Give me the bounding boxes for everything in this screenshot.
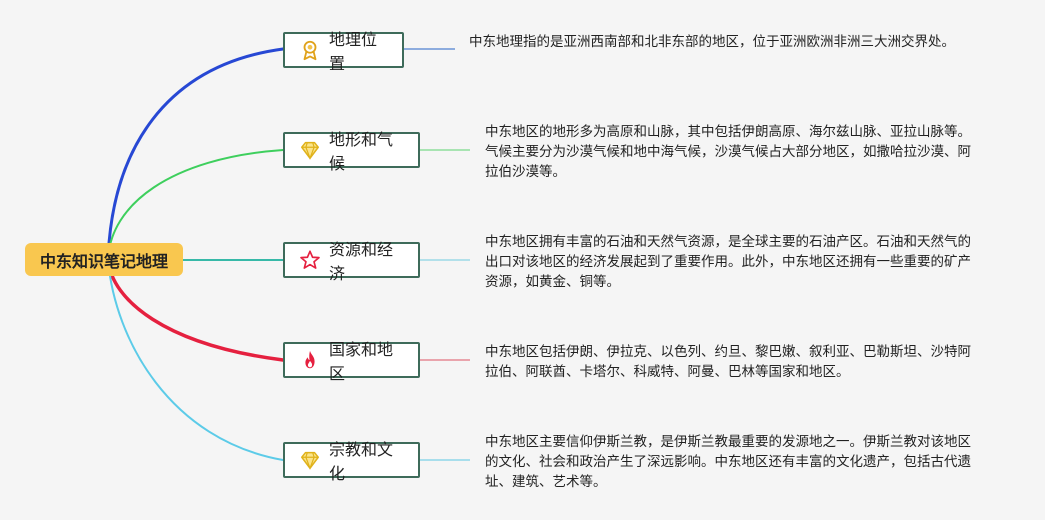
note-location: 中东地理指的是亚洲西南部和北非东部的地区，位于亚洲欧洲非洲三大洲交界处。 [469,34,955,50]
fire-icon [299,349,321,371]
gem-icon [299,139,321,161]
topic-label: 地理位置 [329,30,378,73]
branch-line-terrain-climate [107,149,284,261]
topic-label: 国家和地区 [329,340,394,383]
topic-label: 宗教和文化 [329,440,394,483]
gem-icon [299,449,321,471]
award-ribbon-icon [299,39,321,61]
note-resources-economy: 中东地区拥有丰富的石油和天然气资源，是全球主要的石油产区。石油和天然气的出口对该… [485,234,971,290]
topic-religion-culture[interactable]: 宗教和文化 [283,440,420,483]
root-topic[interactable]: 中东知识笔记地理 [25,243,183,276]
note-religion-culture: 中东地区主要信仰伊斯兰教，是伊斯兰教最重要的发源地之一。伊斯兰教对该地区的文化、… [485,434,971,490]
topic-location[interactable]: 地理位置 [283,30,404,73]
topic-resources-economy[interactable]: 资源和经济 [283,240,420,283]
root-topic-label: 中东知识笔记地理 [39,251,168,271]
note-terrain-climate: 中东地区的地形多为高原和山脉，其中包括伊朗高原、海尔兹山脉、亚拉山脉等。气候主要… [485,124,971,180]
topic-label: 地形和气候 [329,130,394,173]
star-outline-icon [299,249,321,271]
topic-terrain-climate[interactable]: 地形和气候 [283,130,420,173]
note-countries-regions: 中东地区包括伊朗、伊拉克、以色列、约旦、黎巴嫩、叙利亚、巴勒斯坦、沙特阿拉伯、阿… [485,344,971,380]
branch-line-location [106,47,285,262]
topic-label: 资源和经济 [329,240,394,283]
topic-countries-regions[interactable]: 国家和地区 [283,340,420,383]
branch-line-religion-culture [107,259,284,461]
